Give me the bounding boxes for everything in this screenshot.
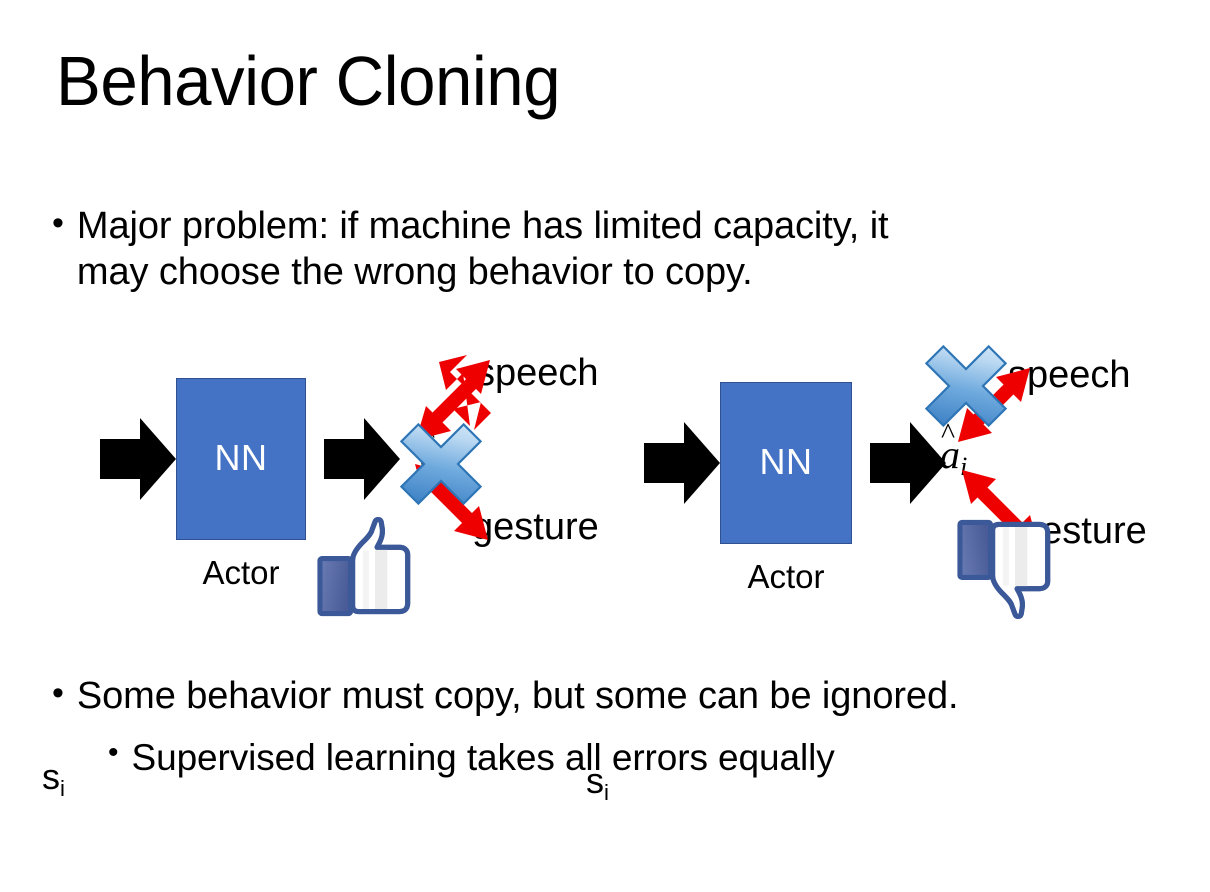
bullet-marker-icon: • xyxy=(52,674,64,712)
input-state-label-left: si xyxy=(42,756,65,801)
bullet-bottom-2: • Supervised learning takes all errors e… xyxy=(108,735,1168,780)
nn-box-left: NN xyxy=(176,378,306,540)
diagram-left-graphics xyxy=(100,355,491,617)
branch-arrow-speech-left xyxy=(416,355,491,440)
bullet-top-line2: may choose the wrong behavior to copy. xyxy=(76,251,753,294)
diagram-right: si NN Actor ^ai speech gesture xyxy=(570,336,1190,805)
bullet-bottom-2-text: Supervised learning takes all errors equ… xyxy=(131,737,835,778)
cross-out-gesture-left xyxy=(399,422,483,506)
branch-label-gesture-left: gesture xyxy=(472,506,599,548)
page-title: Behavior Cloning xyxy=(56,42,561,120)
diagram-left: si NN Actor ^ai speech gesture xyxy=(24,336,624,801)
nn-box-label-left: NN xyxy=(214,437,268,479)
branch-label-speech-left: speech xyxy=(476,352,599,394)
diagram-right-graphics xyxy=(644,344,1051,620)
actor-caption-left: Actor xyxy=(202,554,280,591)
input-arrow-right xyxy=(644,422,720,504)
bullet-top: • Major problem: if machine has limited … xyxy=(52,203,1132,296)
nn-box-right: NN xyxy=(720,382,852,544)
nn-box-label-right: NN xyxy=(759,441,813,483)
bullet-top-text: Major problem: if machine has limited ca… xyxy=(77,203,889,296)
actor-caption-right: Actor xyxy=(747,558,825,595)
output-arrow-left xyxy=(324,418,400,500)
cross-out-speech-right xyxy=(924,344,1008,428)
input-arrow-left xyxy=(100,418,176,500)
bullet-marker-icon: • xyxy=(52,204,64,242)
branch-label-speech-right: speech xyxy=(1008,354,1131,396)
bullet-bottom-1: • Some behavior must copy, but some can … xyxy=(52,673,1172,719)
thumbs-down-icon xyxy=(957,519,1051,620)
bullet-bottom-1-text: Some behavior must copy, but some can be… xyxy=(76,675,959,717)
output-arrow-right xyxy=(870,422,946,504)
thumbs-up-icon xyxy=(317,516,411,617)
input-state-label-right: si xyxy=(586,760,609,805)
bullet-marker-icon: • xyxy=(108,736,119,769)
bullet-top-line1: Major problem: if machine has limited ca… xyxy=(76,205,889,247)
